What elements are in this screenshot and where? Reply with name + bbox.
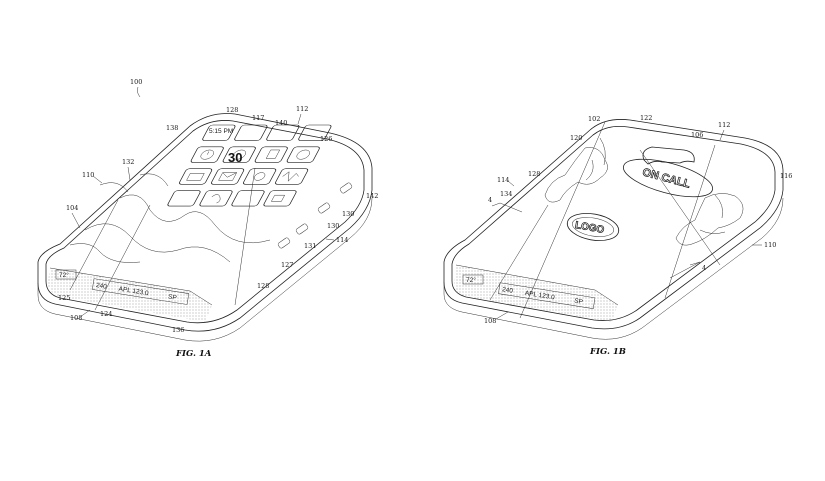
screen-date-number: 30: [228, 150, 242, 165]
ref-label: 110: [82, 171, 94, 179]
ref-label: 108: [484, 317, 496, 325]
status-left-1b: 240: [502, 286, 514, 295]
ref-label: 128: [528, 170, 540, 178]
ref-label: 106: [691, 131, 703, 139]
ref-label: 4: [702, 264, 706, 272]
figure-1b: ON CALL LOGO 72° 240 APL 123.0 SP 102 12…: [443, 114, 792, 357]
side-button-130: [317, 202, 331, 214]
ref-label: 116: [780, 172, 792, 180]
ref-label: 114: [336, 236, 348, 244]
ref-label: 120: [570, 134, 582, 142]
ref-label: 122: [640, 114, 652, 122]
side-button-127: [277, 237, 291, 249]
screen-time-1a: 5:15 PM: [209, 128, 233, 135]
temperature-1a: 72°: [59, 271, 69, 279]
ref-label: 138: [166, 124, 178, 132]
app-icon-grid: [167, 124, 332, 207]
ref-label: 124: [100, 310, 112, 318]
ref-label: 126: [320, 135, 332, 143]
side-button-131: [295, 223, 309, 235]
status-right-1b: SP: [574, 298, 584, 306]
status-right-1a: SP: [167, 293, 177, 301]
ref-label: 104: [66, 204, 78, 212]
logo-badge: LOGO: [566, 213, 620, 241]
side-button-142: [339, 182, 353, 194]
status-left-1a: 240: [95, 282, 107, 291]
ref-label: 110: [764, 241, 776, 249]
temperature-1b: 72°: [466, 276, 476, 284]
ref-label: 4: [488, 196, 492, 204]
ref-label: 134: [500, 190, 512, 198]
ref-label: 131: [304, 242, 316, 250]
ref-label: 100: [130, 78, 142, 86]
ref-label: 112: [296, 105, 308, 113]
ref-label: 136: [172, 326, 184, 334]
ref-label: 112: [718, 121, 730, 129]
status-strip-1b: [454, 265, 618, 322]
ref-label: 130: [342, 210, 354, 218]
status-stock-1b: APL 123.0: [524, 290, 555, 302]
on-call-indicator: ON CALL: [622, 146, 714, 198]
ref-label: 128: [257, 282, 269, 290]
ref-label: 128: [226, 106, 238, 114]
ref-label: 102: [588, 115, 600, 123]
ref-label: 127: [281, 261, 293, 269]
ref-label: 140: [275, 119, 287, 127]
ref-label: 142: [366, 192, 378, 200]
figure-caption-1a: FIG. 1A: [175, 349, 212, 359]
ref-label: 114: [497, 176, 509, 184]
figure-caption-1b: FIG. 1B: [589, 347, 626, 357]
logo-text: LOGO: [574, 220, 605, 236]
ref-label: 117: [252, 114, 264, 122]
status-stock-1a: APL 123.0: [118, 286, 149, 298]
status-strip-1a: [48, 268, 212, 322]
ref-label: 108: [70, 314, 82, 322]
ref-label: 130: [327, 222, 339, 230]
ref-label: 125: [58, 294, 70, 302]
figure-1a: 5:15 PM 30 72° 240 APL 123.0 SP 100 128 …: [37, 78, 378, 359]
ref-label: 132: [122, 158, 134, 166]
